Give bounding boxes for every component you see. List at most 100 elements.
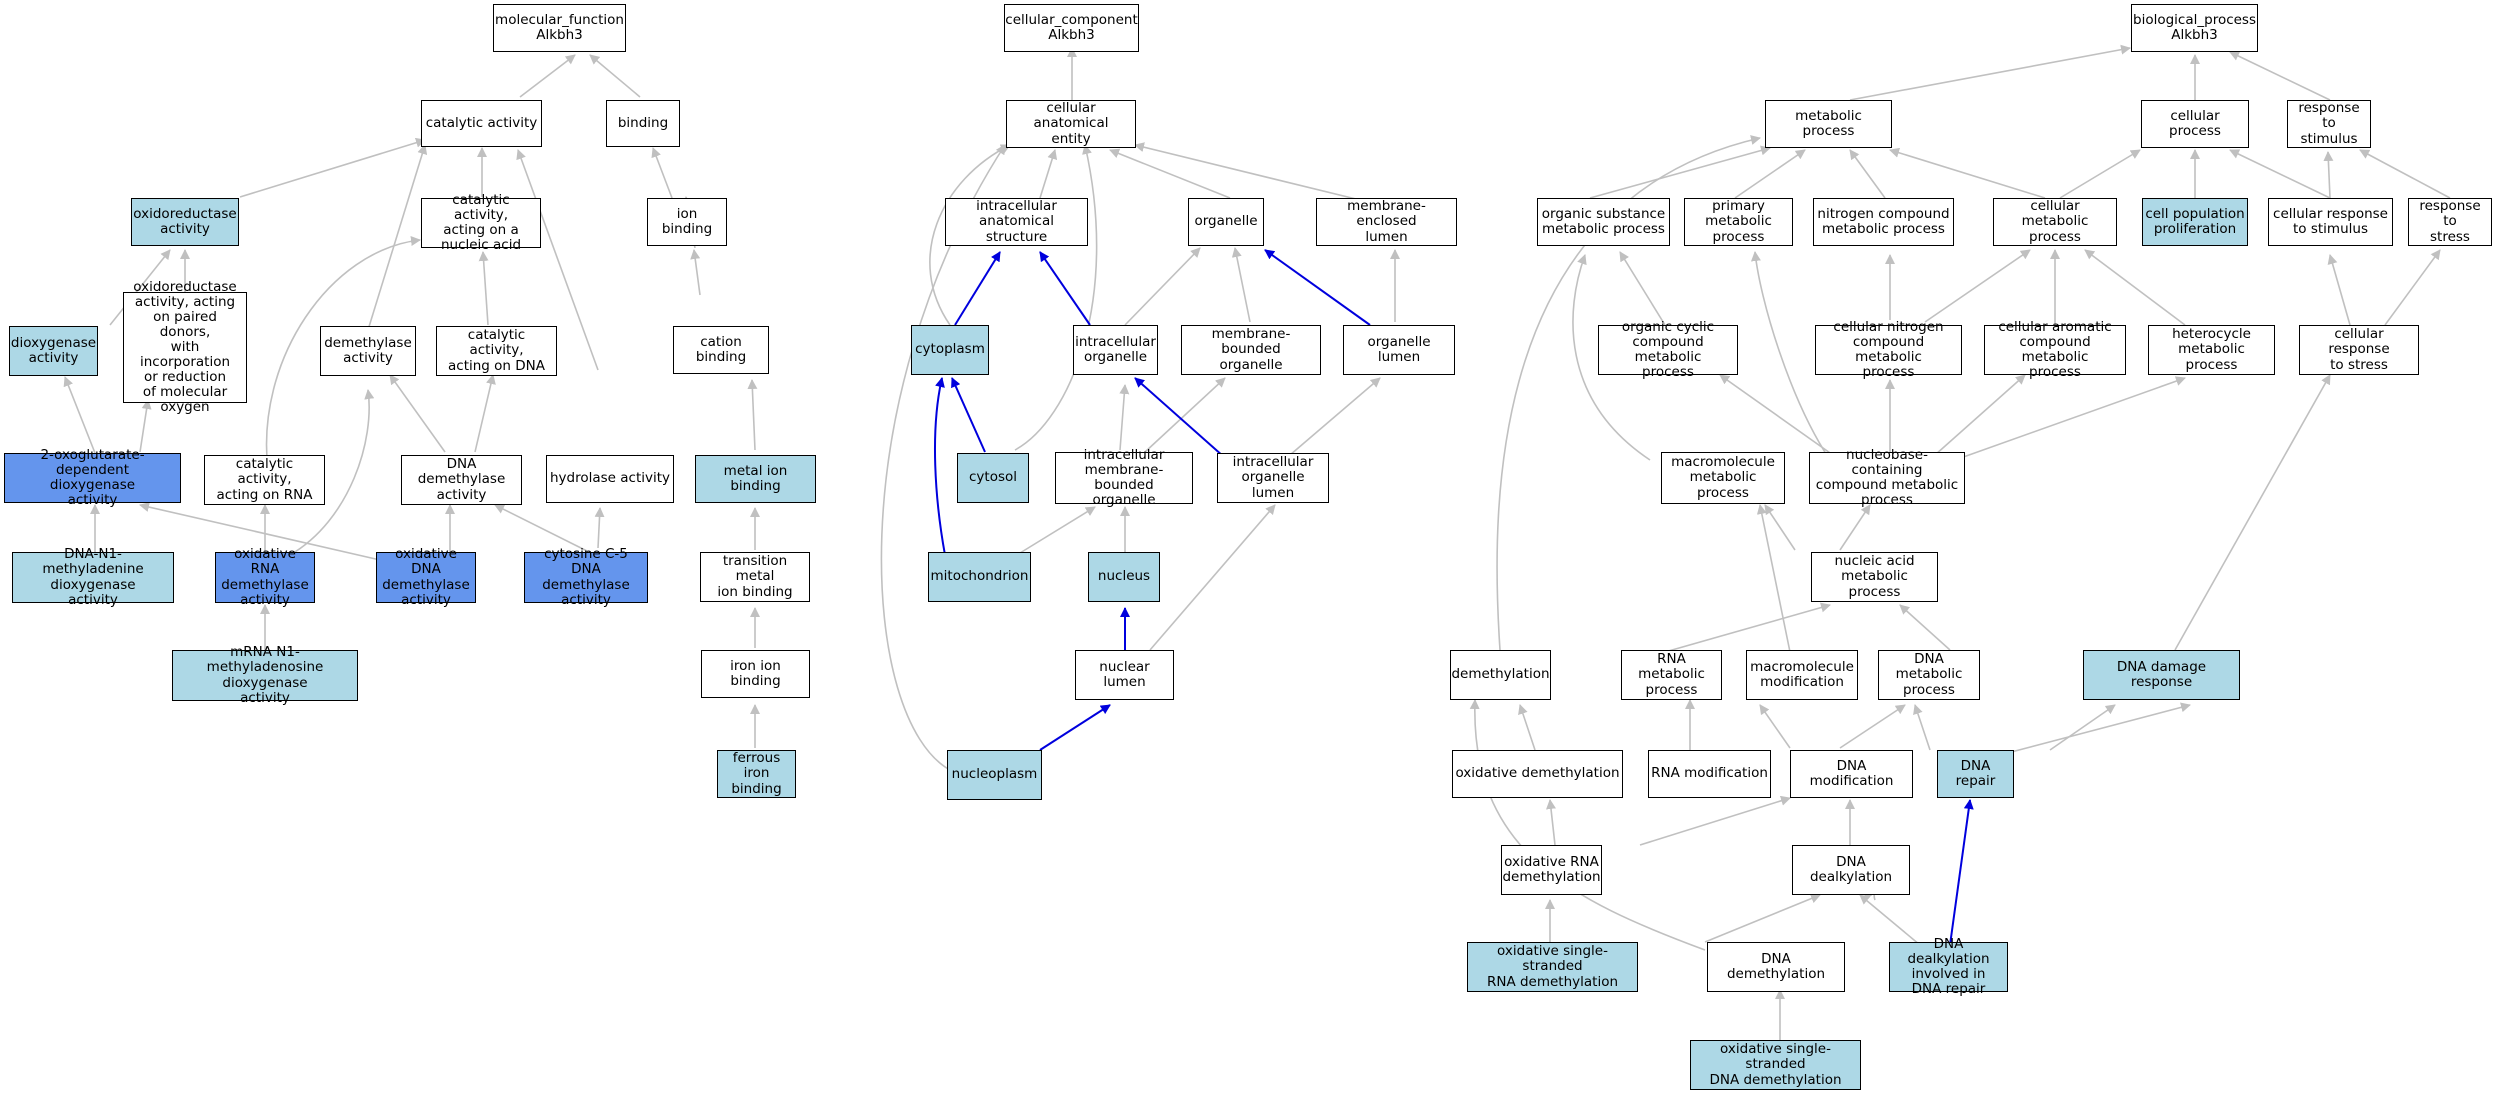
edge [1913, 704, 1931, 751]
node-cellular-nitrogen-compound-metabolic-process: cellular nitrogen compound metabolic pro… [1815, 319, 1962, 380]
node-oxidative-rna-demethylation: oxidative RNA demethylation [1501, 845, 1602, 895]
edge [1144, 377, 1226, 453]
node-catalytic-activity-rna: catalytic activity, acting on RNA [204, 455, 325, 505]
edge [1999, 702, 2191, 756]
edge [239, 137, 426, 198]
node-intracellular-organelle-lumen: intracellular organelle lumen [1217, 453, 1329, 503]
node-oxidative-demethylation: oxidative demethylation [1452, 750, 1623, 798]
edge [1496, 135, 1761, 651]
edge [2323, 151, 2334, 199]
edge [1859, 894, 1921, 946]
node-organelle-lumen: organelle lumen [1343, 325, 1455, 375]
edge [1734, 149, 1806, 199]
node-rna-metabolic-process: RNA metabolic process [1621, 650, 1722, 700]
edge [1934, 374, 2026, 456]
node-intracellular-organelle: intracellular organelle [1073, 325, 1158, 375]
node-macromolecule-modification: macromolecule modification [1746, 650, 1858, 700]
edge [1759, 704, 1791, 749]
node-cellular-metabolic-process: cellular metabolic process [1993, 198, 2117, 246]
edge [1924, 249, 2031, 323]
edge [1949, 799, 1974, 946]
node-dna-n1-methyladenine-dioxygenase: DNA-N1-methyladenine dioxygenase activit… [12, 547, 174, 607]
edge [1849, 44, 2131, 101]
edge [2359, 149, 2451, 199]
edge [2229, 149, 2331, 199]
node-membrane-bounded-organelle: membrane-bounded organelle [1181, 325, 1321, 375]
edge [951, 377, 986, 453]
edge [1849, 149, 1886, 199]
node-dna-repair: DNA repair [1937, 750, 2014, 798]
node-oxidative-single-stranded-rna-demethylation: oxidative single-stranded RNA demethylat… [1467, 942, 1638, 992]
node-oxidative-dna-demethylase: oxidative DNA demethylase activity [376, 547, 476, 607]
node-nucleus: nucleus [1088, 552, 1160, 602]
edge [494, 504, 596, 556]
node-catalytic-activity: catalytic activity [421, 100, 542, 147]
edge [1954, 376, 2186, 461]
node-dna-dealkylation-involved-in-dna-repair: DNA dealkylation involved in DNA repair [1889, 936, 2008, 997]
edge [1289, 377, 1381, 456]
edge [1014, 144, 1098, 451]
node-2-oxoglutarate-dioxygenase: 2-oxoglutarate-dependent dioxygenase act… [4, 447, 181, 508]
node-cytosol: cytosol [957, 453, 1029, 503]
node-demethylation: demethylation [1450, 650, 1551, 700]
edge [389, 374, 446, 453]
node-dioxygenase-activity: dioxygenase activity [9, 326, 98, 376]
edge [519, 54, 576, 98]
node-metabolic-process: metabolic process [1765, 100, 1892, 148]
node-primary-metabolic-process: primary metabolic process [1684, 198, 1793, 246]
edge [139, 502, 381, 561]
node-ion-binding: ion binding [647, 198, 727, 246]
node-cellular-aromatic-compound-metabolic-process: cellular aromatic compound metabolic pro… [1984, 319, 2126, 380]
edge [478, 251, 489, 326]
edge [2059, 149, 2141, 199]
node-nucleoplasm: nucleoplasm [947, 750, 1042, 800]
edge [1750, 251, 1831, 461]
node-binding: binding [606, 100, 680, 147]
node-iron-ion-binding: iron ion binding [701, 650, 810, 698]
node-dna-modification: DNA modification [1790, 750, 1913, 798]
node-cytoplasm: cytoplasm [911, 325, 989, 375]
edge [2084, 249, 2186, 326]
node-membrane-enclosed-lumen: membrane-enclosed lumen [1316, 198, 1457, 246]
node-organelle: organelle [1188, 198, 1264, 246]
edge [2049, 704, 2116, 751]
node-cellular-process: cellular process [2141, 100, 2249, 148]
node-oxidoreductase-activity: oxidoreductase activity [131, 198, 239, 246]
edge [747, 379, 758, 451]
edge [1664, 602, 1831, 653]
edge [1019, 506, 1096, 554]
edge [1639, 795, 1791, 846]
node-intracellular-membrane-bounded-organelle: intracellular membrane-bounded organelle [1055, 447, 1193, 508]
edge [474, 374, 496, 453]
edge [1764, 504, 1796, 551]
node-cellular-anatomical-entity: cellular anatomical entity [1006, 100, 1136, 148]
edge [594, 507, 605, 549]
node-organic-substance-metabolic-process: organic substance metabolic process [1537, 198, 1670, 246]
edge [1756, 504, 1791, 653]
node-rna-modification: RNA modification [1648, 750, 1771, 798]
edge [1231, 247, 1251, 323]
edge [1264, 249, 1371, 326]
node-ferrous-iron-binding: ferrous iron binding [717, 750, 796, 798]
edge [1589, 145, 1771, 199]
edge [1899, 604, 1951, 651]
edge [880, 144, 1006, 771]
edge [1149, 504, 1276, 651]
node-cation-binding: cation binding [673, 326, 769, 374]
edge [1124, 247, 1201, 326]
node-catalytic-activity-dna: catalytic activity, acting on DNA [436, 326, 557, 376]
node-metal-ion-binding: metal ion binding [695, 455, 816, 503]
edge [2327, 254, 2351, 326]
node-dna-dealkylation: DNA dealkylation [1792, 845, 1910, 895]
edge [109, 249, 171, 326]
node-dna-metabolic-process: DNA metabolic process [1878, 650, 1980, 700]
node-oxidative-single-stranded-dna-demethylation: oxidative single-stranded DNA demethylat… [1690, 1040, 1861, 1090]
edge [933, 377, 946, 556]
node-dna-demethylation: DNA demethylation [1707, 942, 1845, 992]
node-hydrolase-activity: hydrolase activity [546, 455, 674, 503]
edge [2174, 374, 2331, 651]
node-macromolecule-metabolic-process: macromolecule metabolic process [1661, 452, 1785, 504]
node-molecular-function-root: molecular_function Alkbh3 [493, 4, 626, 52]
node-mrna-n1-methyladenosine-dioxygenase: mRNA N1-methyladenosine dioxygenase acti… [172, 645, 358, 705]
edge [1134, 142, 1361, 201]
